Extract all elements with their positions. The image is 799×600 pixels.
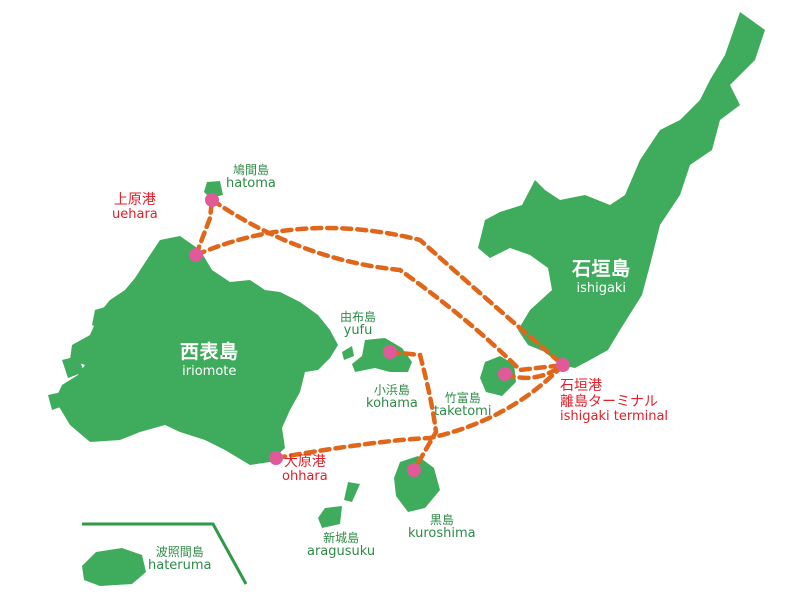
label-ja: 小浜島	[373, 383, 410, 397]
label-ja: 黒島	[429, 513, 454, 527]
label-hatoma: 鳩間島 hatoma	[226, 164, 276, 190]
label-ja-2: 離島ターミナル	[560, 394, 658, 411]
route-uehara-ishigaki	[193, 225, 566, 368]
label-hateruma: 波照間島 hateruma	[148, 546, 212, 572]
hatoma-island[interactable]	[204, 181, 223, 198]
label-ja: 新城島	[323, 531, 360, 545]
iriomote-islet	[62, 356, 84, 378]
label-iriomote: 西表島 iriomote	[180, 341, 239, 379]
label-ja: 鳩間島	[232, 163, 269, 177]
label-ja: 由布島	[340, 310, 377, 324]
label-ja: 上原港	[113, 192, 156, 208]
port-ishigaki-terminal[interactable]	[556, 358, 570, 372]
aragusuku-island[interactable]	[344, 482, 360, 502]
label-kuroshima: 黒島 kuroshima	[408, 514, 476, 540]
port-kohama[interactable]	[383, 345, 397, 359]
iriomote-islet	[92, 305, 118, 330]
yufu-island[interactable]	[342, 346, 354, 360]
port-kuroshima[interactable]	[407, 463, 421, 477]
label-yufu: 由布島 yufu	[340, 311, 376, 337]
label-ja: 石垣港	[560, 378, 602, 394]
kohama-island[interactable]	[352, 338, 412, 372]
label-en: kohama	[366, 395, 418, 411]
taketomi-island[interactable]	[480, 356, 516, 396]
hateruma-inset-frame	[82, 522, 248, 585]
label-ja: 波照間島	[155, 545, 204, 559]
label-ja: 西表島	[180, 341, 239, 363]
label-en: iriomote	[182, 363, 237, 379]
route-uehara-hatoma	[193, 197, 215, 258]
port-taketomi[interactable]	[498, 367, 512, 381]
label-en: ishigaki	[576, 280, 627, 296]
port-hatoma[interactable]	[205, 193, 219, 207]
iriomote-island[interactable]	[55, 236, 338, 465]
hateruma-island[interactable]	[82, 548, 146, 586]
label-ja: 大原港	[283, 454, 326, 470]
route-ohhara-ishigaki	[273, 362, 566, 461]
label-taketomi: 竹富島 taketomi	[434, 392, 491, 418]
label-aragusuku: 新城島 aragusuku	[307, 532, 375, 558]
aragusuku-island-south	[318, 506, 342, 528]
label-en: hateruma	[148, 557, 212, 573]
route-hatoma-ishigaki	[209, 197, 566, 373]
label-en: ohhara	[282, 468, 328, 484]
kuroshima-island[interactable]	[394, 456, 440, 512]
label-en: uehara	[112, 206, 158, 222]
label-kohama: 小浜島 kohama	[366, 384, 418, 410]
label-uehara: 上原港 uehara	[112, 193, 158, 221]
iriomote-islet	[48, 392, 66, 410]
port-uehara[interactable]	[189, 248, 203, 262]
label-en: aragusuku	[307, 543, 376, 559]
label-ja: 石垣島	[572, 258, 631, 280]
ishigaki-island[interactable]	[478, 12, 765, 368]
label-en: taketomi	[434, 403, 492, 419]
label-en: ishigaki terminal	[560, 409, 669, 425]
label-ohhara: 大原港 ohhara	[282, 455, 328, 483]
label-ishigaki: 石垣島 ishigaki	[572, 258, 631, 296]
label-ja: 竹富島	[444, 391, 481, 405]
label-ishigaki-terminal: 石垣港 離島ターミナル ishigaki terminal	[560, 378, 668, 424]
label-en: kuroshima	[408, 525, 476, 541]
port-ohhara[interactable]	[269, 451, 283, 465]
label-en: yufu	[343, 322, 373, 338]
label-en: hatoma	[226, 175, 276, 191]
route-kohama-kuroshima	[387, 349, 439, 473]
